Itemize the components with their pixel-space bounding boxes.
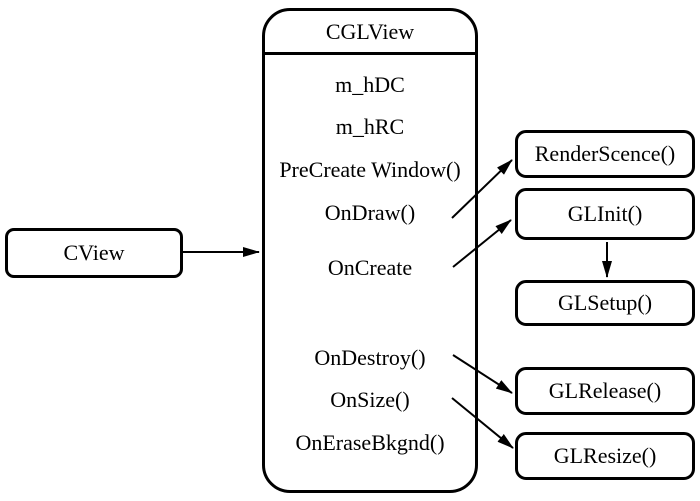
member-m-hdc: m_hDC [335, 72, 405, 97]
glrelease-label: GLRelease() [548, 378, 662, 403]
member-onerasebkgnd: OnEraseBkgnd() [295, 430, 445, 455]
renderscence-box: RenderScence() [515, 130, 695, 178]
glsetup-box: GLSetup() [515, 280, 695, 326]
member-oncreate: OnCreate [327, 255, 413, 280]
cview-class-label: CView [63, 240, 125, 265]
cview-class-box: CView [5, 228, 183, 278]
glresize-label: GLResize() [553, 443, 657, 468]
renderscence-label: RenderScence() [534, 141, 676, 166]
glinit-label: GLInit() [567, 201, 643, 226]
cglview-class-title: CGLView [325, 18, 415, 44]
cglview-class-header: CGLView [265, 11, 475, 55]
member-precreate-window: PreCreate Window() [279, 157, 461, 182]
glrelease-box: GLRelease() [515, 367, 695, 415]
member-m-hrc: m_hRC [335, 114, 405, 139]
glsetup-label: GLSetup() [557, 290, 653, 315]
member-ondraw: OnDraw() [324, 200, 416, 225]
member-ondestroy: OnDestroy() [314, 345, 426, 370]
member-onsize: OnSize() [330, 387, 410, 412]
glinit-box: GLInit() [515, 188, 695, 240]
glresize-box: GLResize() [515, 432, 695, 480]
cglview-class-box: CGLView m_hDC m_hRC PreCreate Window() O… [262, 8, 478, 493]
